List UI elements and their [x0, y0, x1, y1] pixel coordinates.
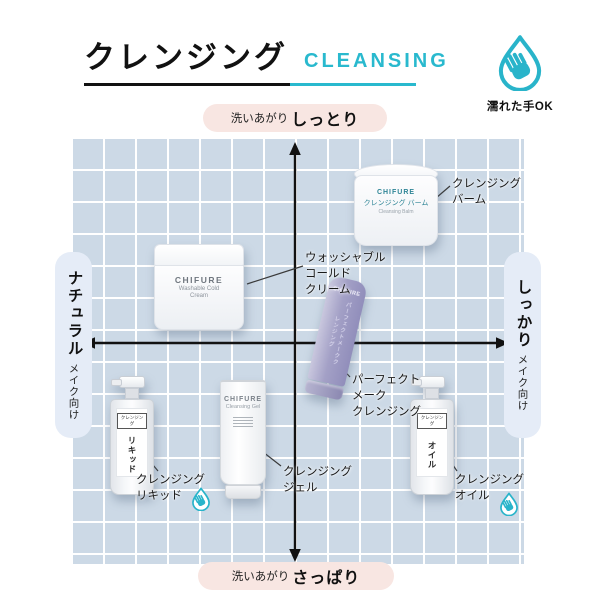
pump-head [411, 376, 445, 388]
label-washable-cold-cream: ウォッシャブルコールドクリーム [305, 252, 386, 297]
axis-label-bottom: 洗いあがり さっぱり [198, 562, 394, 590]
gel-tube-cap [225, 485, 261, 499]
liquid-bottle-label: クレンジング リキッド [116, 408, 148, 477]
page-subtitle: CLEANSING [304, 50, 449, 72]
product-washable-cold-cream: CHIFURE Washable Cold Cream [154, 244, 244, 330]
underline-cyan-segment [290, 83, 416, 86]
jar-name-line2: Cream [189, 293, 208, 299]
label-perfect-make-cleansing: パーフェクトメーククレンジング [352, 374, 421, 419]
liquid-label-main: リキッド [127, 436, 137, 474]
jar-name-line1: Washable Cold [178, 286, 220, 292]
liquid-label-top: クレンジング [117, 413, 147, 429]
label-cleansing-balm: クレンジングバーム [452, 178, 521, 207]
jar-brand: CHIFURE [174, 275, 224, 285]
pump-neck [425, 388, 439, 399]
product-cleansing-liquid: クレンジング リキッド [110, 376, 154, 495]
underline-black-segment [84, 83, 290, 86]
gel-fineprint [233, 417, 253, 427]
purple-tube-name: パーフェクトメーククレンジング [326, 300, 352, 366]
balm-brand: CHIFURE [376, 189, 416, 196]
oil-label-main: オイル [427, 440, 437, 470]
gel-tube-body: CHIFURE Cleansing Gel [220, 380, 266, 485]
axis-label-left: ナチュラルメイク向け [55, 252, 92, 438]
oil-bottle-body: クレンジング オイル [410, 399, 454, 495]
balm-name: クレンジング バーム [363, 200, 429, 207]
axis-top-main: しっとり [291, 112, 360, 129]
oil-label-top: クレンジング [417, 413, 447, 429]
wet-hands-badge: 濡れた手OK [476, 34, 564, 114]
balm-name-en: Cleansing Balm [378, 209, 414, 215]
pump-neck [125, 388, 139, 399]
gel-brand: CHIFURE [223, 396, 263, 403]
gel-name: Cleansing Gel [225, 404, 261, 410]
product-cleansing-gel: CHIFURE Cleansing Gel [220, 380, 266, 499]
oil-bottle-label: クレンジング オイル [416, 408, 448, 477]
water-drop-hand-icon [498, 35, 542, 92]
wet-hands-icon-liquid [192, 487, 210, 511]
product-cleansing-oil: クレンジング オイル [410, 376, 454, 495]
liquid-bottle-body: クレンジング リキッド [110, 399, 154, 495]
label-cleansing-gel: クレンジングジェル [283, 466, 352, 495]
pump-head [111, 376, 145, 388]
label-cleansing-liquid: クレンジングリキッド [136, 474, 205, 503]
page-title: クレンジング [84, 40, 288, 75]
product-cleansing-balm: CHIFURE クレンジング バーム Cleansing Balm [354, 164, 438, 246]
axis-bottom-main: さっぱり [292, 570, 361, 587]
axis-label-top: 洗いあがり しっとり [203, 104, 387, 132]
axis-top-prefix: 洗いあがり [230, 113, 289, 125]
wet-hands-icon-oil [500, 492, 518, 516]
jar-lid [154, 244, 244, 266]
axis-right-text: しっかりメイク向け [514, 278, 532, 412]
wet-hands-label: 濡れた手OK [486, 101, 554, 113]
header: クレンジング CLEANSING [84, 42, 449, 86]
axis-left-text: ナチュラルメイク向け [65, 270, 83, 420]
title-underline [84, 83, 449, 86]
axis-bottom-prefix: 洗いあがり [231, 571, 290, 583]
label-cleansing-oil: クレンジングオイル [455, 474, 524, 503]
balm-body: CHIFURE クレンジング バーム Cleansing Balm [354, 175, 438, 246]
jar-body: CHIFURE Washable Cold Cream [154, 266, 244, 330]
axis-label-right: しっかりメイク向け [504, 252, 541, 438]
